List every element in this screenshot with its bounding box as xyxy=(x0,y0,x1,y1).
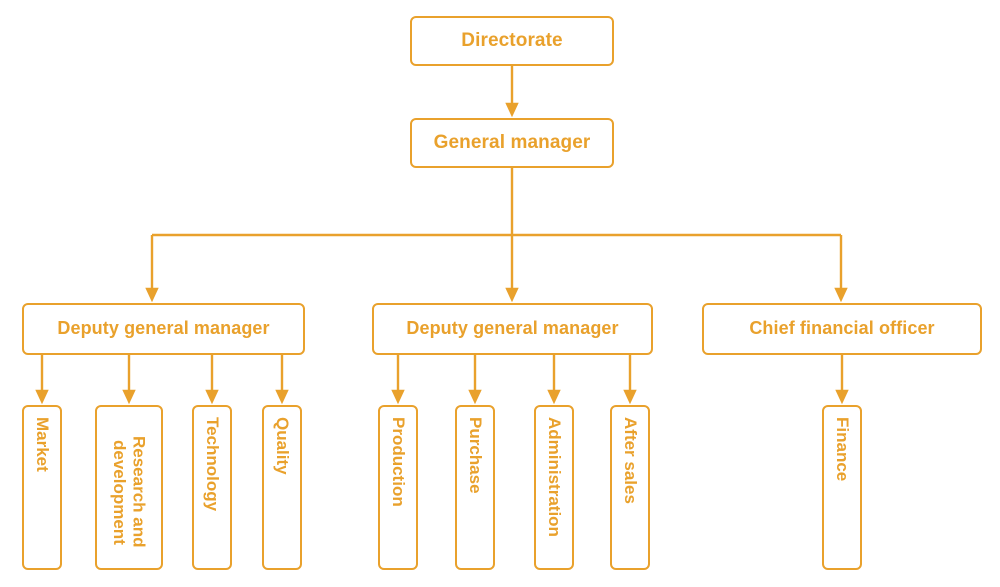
node-technology-label: Technology xyxy=(202,417,222,512)
node-quality[interactable]: Quality xyxy=(262,405,302,570)
node-research-and-development[interactable]: Research and development xyxy=(95,405,163,570)
node-purchase[interactable]: Purchase xyxy=(455,405,495,570)
node-chief-financial-officer[interactable]: Chief financial officer xyxy=(702,303,982,355)
node-after-sales[interactable]: After sales xyxy=(610,405,650,570)
node-finance[interactable]: Finance xyxy=(822,405,862,570)
node-deputy-general-manager-center[interactable]: Deputy general manager xyxy=(372,303,653,355)
node-deputy-general-manager-center-label: Deputy general manager xyxy=(406,318,619,339)
node-finance-label: Finance xyxy=(832,417,852,482)
node-directorate-label: Directorate xyxy=(461,29,563,51)
node-market-label: Market xyxy=(32,417,52,472)
node-technology[interactable]: Technology xyxy=(192,405,232,570)
node-deputy-general-manager-left-label: Deputy general manager xyxy=(57,318,270,339)
node-purchase-label: Purchase xyxy=(465,417,485,494)
node-chief-financial-officer-label: Chief financial officer xyxy=(749,318,935,339)
node-administration-label: Administration xyxy=(544,417,564,537)
node-after-sales-label: After sales xyxy=(620,417,640,504)
node-research-and-development-label: Research and development xyxy=(110,436,149,548)
node-production-label: Production xyxy=(388,417,408,507)
node-administration[interactable]: Administration xyxy=(534,405,574,570)
node-deputy-general-manager-left[interactable]: Deputy general manager xyxy=(22,303,305,355)
node-production[interactable]: Production xyxy=(378,405,418,570)
node-general-manager-label: General manager xyxy=(433,131,591,153)
node-directorate[interactable]: Directorate xyxy=(410,16,614,66)
node-general-manager[interactable]: General manager xyxy=(410,118,614,168)
node-quality-label: Quality xyxy=(272,417,292,475)
node-market[interactable]: Market xyxy=(22,405,62,570)
